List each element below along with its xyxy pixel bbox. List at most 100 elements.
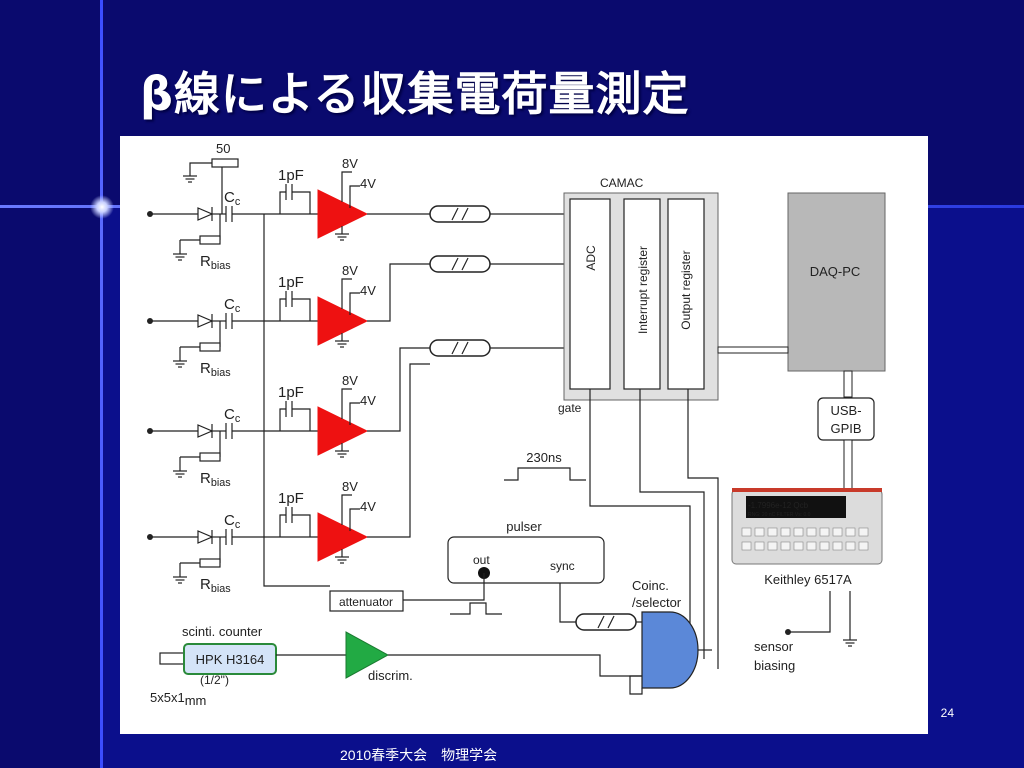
keithley-top-strip	[732, 488, 882, 492]
bias-resistor-icon	[199, 558, 221, 568]
wire	[367, 347, 430, 432]
bias-resistor-label-sub: bias	[211, 260, 231, 272]
bias-resistor-label-main: R	[200, 360, 211, 377]
diode-icon	[197, 314, 214, 328]
hpk-size-label: (1/2")	[200, 673, 229, 687]
coax-body	[429, 205, 491, 223]
keithley-label: Keithley 6517A	[764, 572, 852, 587]
keithley-key	[780, 527, 791, 537]
keithley-key	[793, 527, 804, 537]
resistor-50-label: 50	[216, 141, 230, 156]
bias-resistor-label: Rbias	[200, 253, 231, 272]
coax-slash-2	[607, 615, 615, 629]
usb-gpib-label-1: USB-	[830, 403, 861, 418]
wire	[367, 363, 430, 538]
keithley-key	[858, 541, 869, 551]
sensor-biasing-label-2: biasing	[754, 658, 795, 673]
bias-resistor-icon	[199, 452, 221, 462]
coax-slash-2	[461, 257, 469, 271]
feedback-cap-label: 1pF	[278, 384, 304, 401]
and-gate-icon	[641, 611, 699, 689]
discrim-label: discrim.	[368, 668, 413, 683]
coupling-cap-label-sub: c	[235, 519, 241, 531]
wire	[629, 675, 643, 695]
supply-8v-label: 8V	[342, 263, 358, 278]
ground-icon	[335, 450, 349, 458]
keithley-key	[767, 541, 778, 551]
gpib-link	[843, 439, 853, 491]
output-register-module	[667, 198, 705, 390]
pulser-out-label: out	[473, 553, 490, 567]
wire	[349, 508, 360, 531]
coax-body	[575, 613, 637, 631]
keithley-key	[858, 527, 869, 537]
keithley-key	[819, 541, 830, 551]
sync-wire	[559, 583, 576, 623]
left-band	[0, 205, 100, 768]
gate-pulse-shape	[504, 467, 586, 481]
wire	[279, 514, 286, 537]
ground-icon	[173, 253, 187, 261]
wire	[292, 191, 311, 214]
scintillator-icon	[159, 652, 185, 665]
bias-resistor-label: Rbias	[200, 576, 231, 595]
gate-wire	[589, 389, 691, 661]
camac-label: CAMAC	[600, 176, 644, 190]
coax-slash-1	[451, 341, 459, 355]
ground-icon	[173, 360, 187, 368]
ground-icon	[173, 470, 187, 478]
coax-body	[429, 339, 491, 357]
pulser-sync-label: sync	[550, 559, 575, 573]
keithley-key	[741, 541, 752, 551]
supply-4v-label: 4V	[360, 283, 376, 298]
pulser-to-attenuator	[403, 573, 485, 601]
usb-link	[843, 370, 853, 398]
ground-icon	[843, 639, 857, 647]
wire	[292, 298, 311, 321]
wire	[349, 402, 360, 425]
slide-number: 24	[940, 706, 954, 720]
daq-pc: DAQ-PC	[787, 192, 886, 372]
coax-slash-1	[451, 257, 459, 271]
daq-pc-label: DAQ-PC	[810, 264, 861, 279]
keithley-display	[746, 496, 846, 518]
bias-resistor-icon	[199, 235, 221, 245]
vertical-rule	[100, 0, 103, 768]
discriminator-icon	[345, 631, 390, 679]
diode-icon	[197, 424, 214, 438]
bias-resistor-label-main: R	[200, 470, 211, 487]
coupling-cap-label-sub: c	[235, 303, 241, 315]
termination-50: 50	[183, 141, 239, 214]
wire	[279, 191, 286, 214]
supply-8v-label: 8V	[342, 373, 358, 388]
pmt-box	[183, 643, 277, 675]
keithley-key	[819, 527, 830, 537]
diode-icon	[197, 207, 214, 221]
ground-icon	[335, 556, 349, 564]
coax-cable-1	[429, 205, 491, 223]
coax-slash-1	[451, 207, 459, 221]
coupling-cap-label-main: C	[224, 296, 235, 313]
diode-icon	[197, 530, 214, 544]
supply-8v-label: 8V	[342, 156, 358, 171]
interrupt-register-module	[623, 198, 661, 390]
wire	[367, 263, 430, 322]
feedback-cap-label: 1pF	[278, 490, 304, 507]
coupling-cap-label: Cc	[224, 189, 241, 208]
scinti-counter-label: scinti. counter	[182, 624, 263, 639]
bias-resistor-label-sub: bias	[211, 477, 231, 489]
ground-icon	[173, 576, 187, 584]
coax-body	[429, 255, 491, 273]
coincidence-selector: Coinc./selector	[629, 578, 712, 695]
ground-icon	[335, 340, 349, 348]
wire	[292, 408, 311, 431]
attenuator: attenuator	[329, 590, 404, 612]
keithley-key	[754, 527, 765, 537]
supply-4v-label: 4V	[360, 393, 376, 408]
keithley-key	[793, 541, 804, 551]
pulser-label: pulser	[506, 519, 542, 534]
